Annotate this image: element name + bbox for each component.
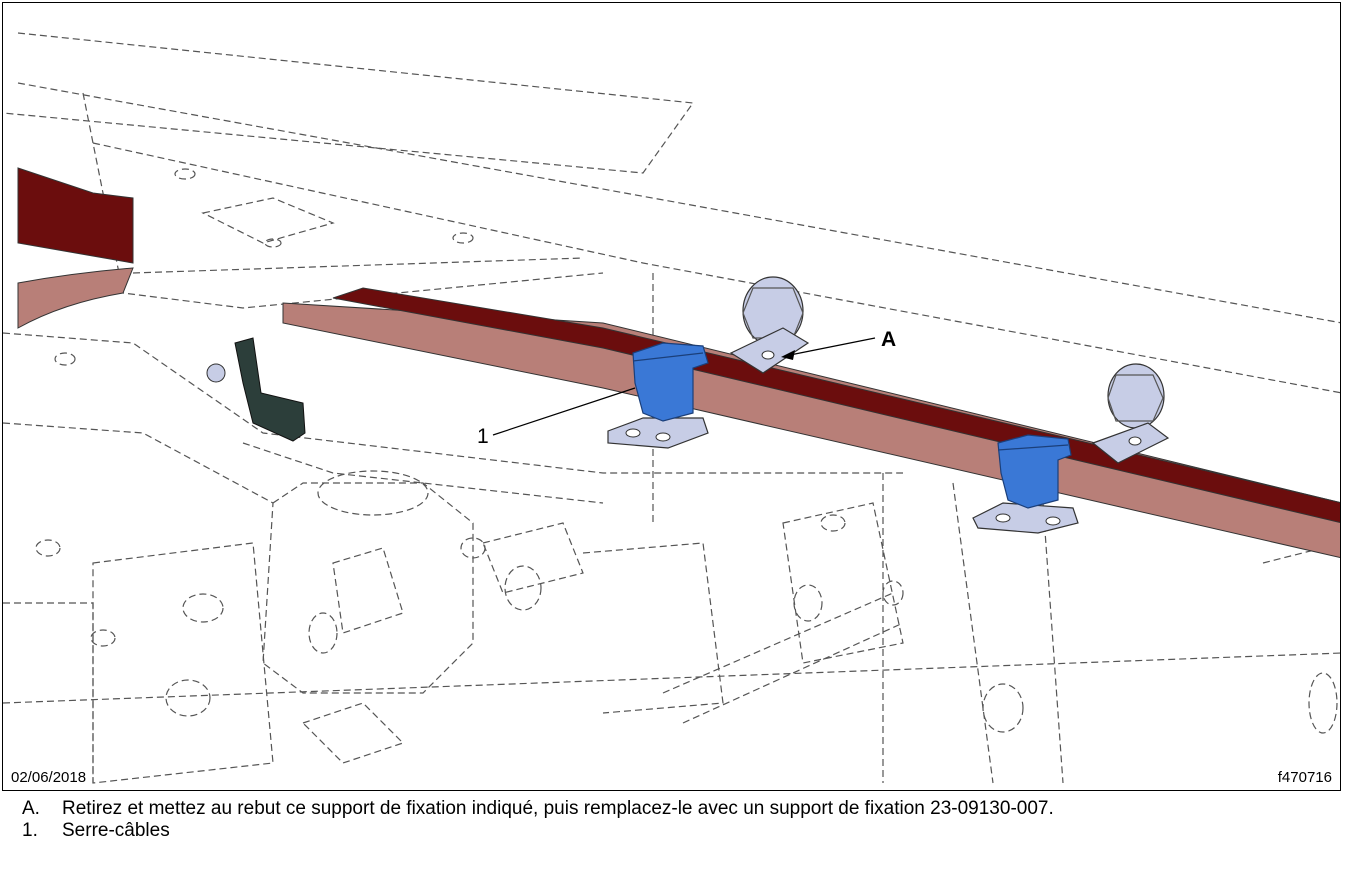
legend-text: Retirez et mettez au rebut ce support de… bbox=[62, 798, 1054, 819]
legend-item-1: 1. Serre-câbles bbox=[22, 820, 1332, 842]
cable-ties bbox=[632, 342, 1072, 509]
callout-a-label: A bbox=[881, 328, 896, 351]
figure-date: 02/06/2018 bbox=[11, 769, 87, 786]
figure-frame: .dash { fill: none; stroke: #555; stroke… bbox=[2, 2, 1341, 791]
callout-1-label: 1 bbox=[477, 425, 489, 448]
mounting-bolts bbox=[742, 276, 1165, 429]
legend-text: Serre-câbles bbox=[62, 820, 170, 841]
callouts: 1 A bbox=[477, 328, 896, 448]
legend-key: A. bbox=[22, 798, 40, 819]
fixation-brackets bbox=[607, 327, 1170, 534]
ground-strap bbox=[206, 337, 306, 442]
wiring-harness bbox=[17, 167, 1340, 559]
figure-id: f470716 bbox=[1277, 769, 1332, 786]
legend-item-a: A. Retirez et mettez au rebut ce support… bbox=[22, 798, 1332, 820]
air-valve-assembly bbox=[3, 470, 724, 784]
right-components bbox=[662, 502, 1338, 734]
legend-key: 1. bbox=[22, 820, 38, 841]
figure-legend: A. Retirez et mettez au rebut ce support… bbox=[22, 798, 1332, 842]
technical-illustration: .dash { fill: none; stroke: #555; stroke… bbox=[3, 32, 1340, 784]
frame-rails bbox=[3, 32, 1340, 784]
